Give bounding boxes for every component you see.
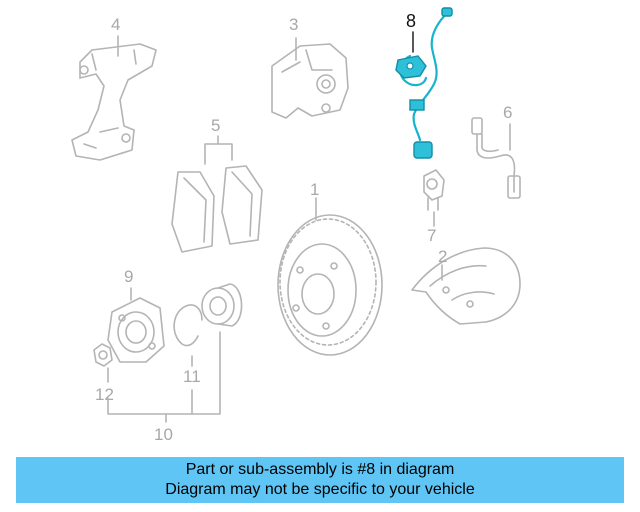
- callout-3: 3: [289, 15, 298, 34]
- banner-line-2: Diagram may not be specific to your vehi…: [165, 481, 475, 498]
- part-10-wheel-bearing: [201, 283, 243, 327]
- part-12-hub-nut: [93, 343, 113, 367]
- callout-6: 6: [503, 103, 512, 122]
- part-2-splash-shield: [411, 247, 521, 325]
- part-8-abs-sensor: [395, 7, 453, 159]
- part-11-snap-ring: [173, 304, 203, 347]
- info-banner: Part or sub-assembly is #8 in diagram Di…: [16, 457, 624, 503]
- callout-12: 12: [95, 385, 114, 404]
- callout-11: 11: [183, 367, 201, 386]
- leader-5: [204, 143, 233, 165]
- part-6-brake-hose: [471, 117, 521, 199]
- part-1-brake-disc: [277, 214, 383, 356]
- part-5-brake-pads: [171, 165, 263, 253]
- callout-4: 4: [111, 15, 120, 34]
- callout-2: 2: [438, 247, 447, 266]
- banner-line-1: Part or sub-assembly is #8 in diagram: [185, 461, 455, 478]
- part-3-brake-caliper: [271, 43, 349, 119]
- callout-8: 8: [406, 11, 416, 31]
- callout-1: 1: [310, 180, 319, 199]
- callout-5: 5: [211, 116, 220, 135]
- part-9-wheel-hub: [107, 297, 165, 363]
- callout-10: 10: [154, 425, 173, 444]
- part-4-caliper-bracket: [71, 43, 157, 161]
- callout-7: 7: [427, 226, 436, 245]
- part-7-sensor-bushing: [423, 169, 445, 211]
- callout-9: 9: [124, 267, 133, 286]
- leader-10: [107, 331, 221, 423]
- parts-diagram: 4 3 5 8 7: [71, 7, 521, 444]
